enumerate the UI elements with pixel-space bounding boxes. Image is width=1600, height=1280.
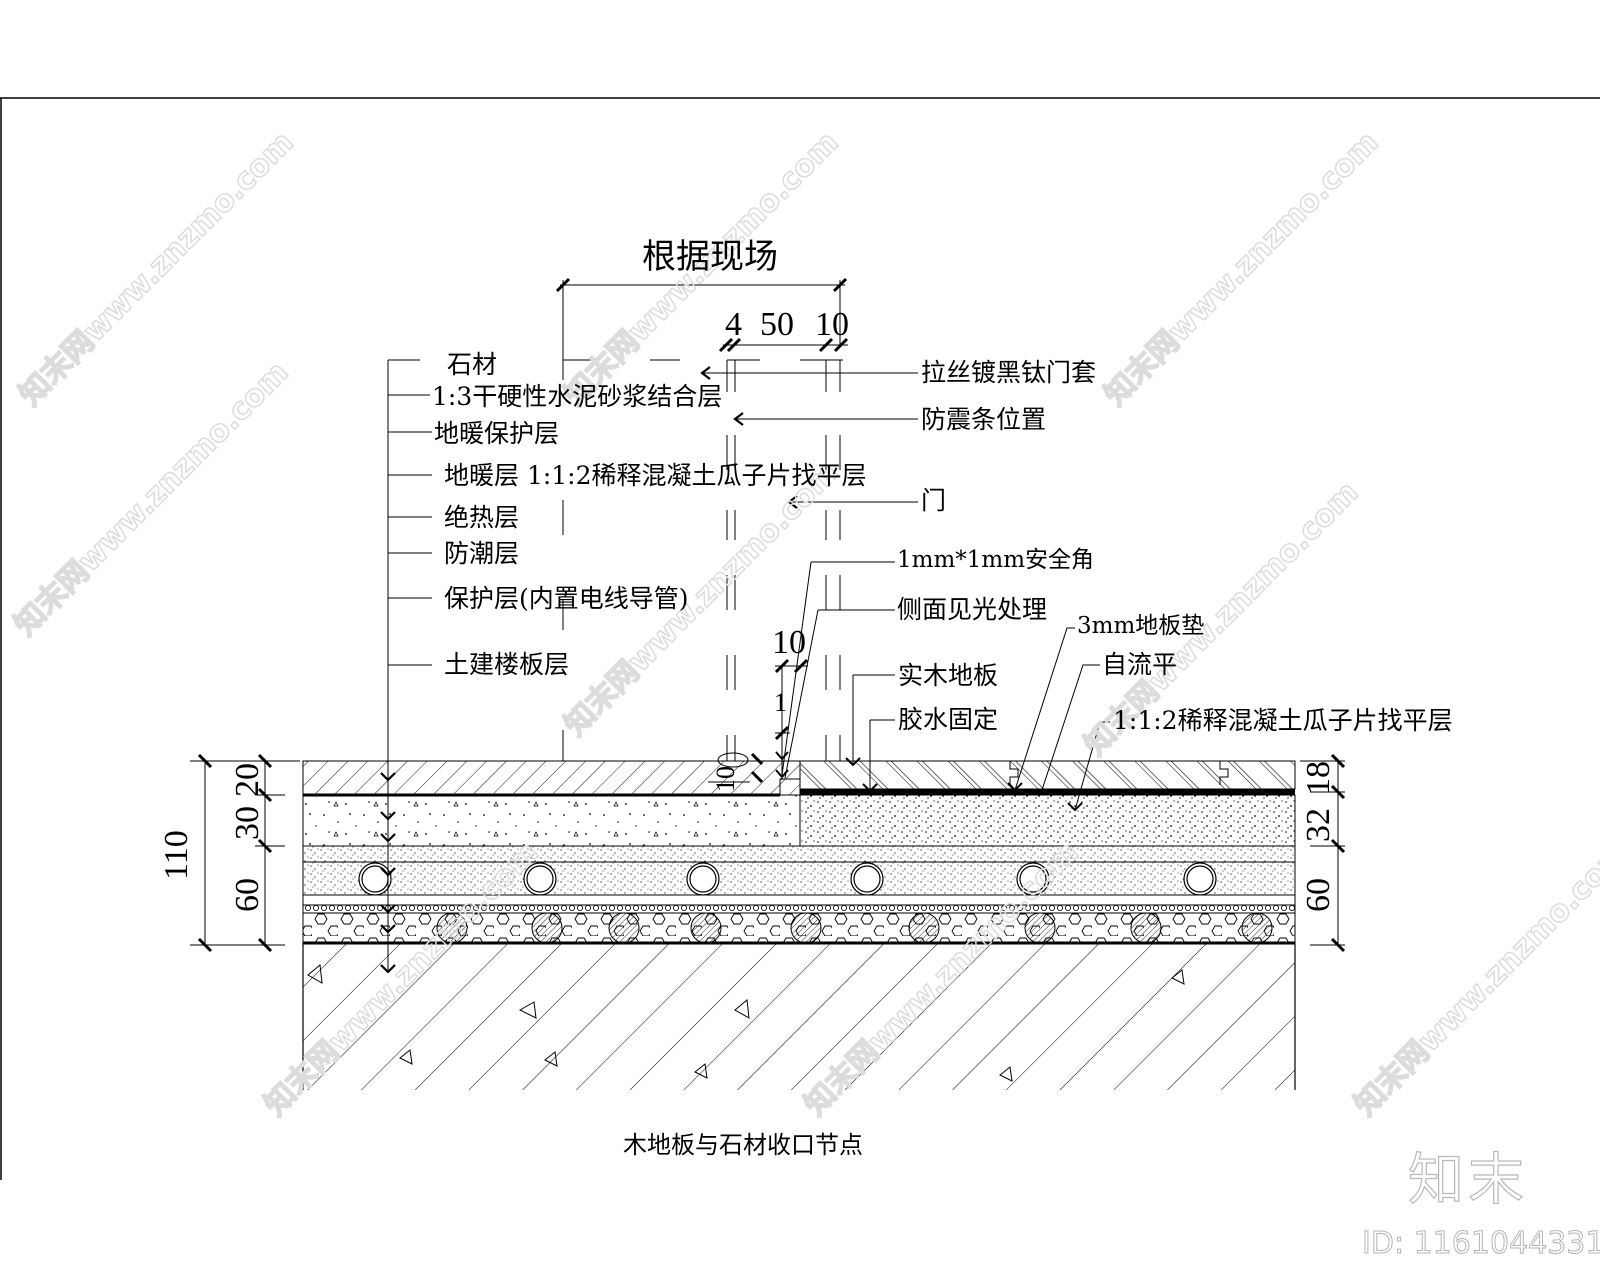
layer-label-insulation: 绝热层 — [444, 503, 520, 532]
callout-shockproof-strip: 防震条位置 — [921, 405, 1047, 434]
door-frame-lines — [562, 290, 843, 761]
callout-door-casing: 拉丝镀黑钛门套 — [921, 358, 1097, 387]
top-dimension-label: 根据现场 — [642, 237, 778, 277]
callout-leveling-layer: 1:1:2稀释混凝土瓜子片找平层 — [1113, 706, 1453, 735]
layer-label-protection: 保护层(内置电线导管) — [444, 584, 689, 613]
layer-label-moisture: 防潮层 — [444, 539, 520, 568]
dim-4: 4 — [725, 306, 742, 343]
layer-label-heating: 地暖层 1:1:2稀释混凝土瓜子片找平层 — [444, 461, 867, 490]
watermark-id: ID: 1161044331 — [1361, 1226, 1600, 1261]
dim-right-wood: 18 — [1300, 761, 1337, 795]
dim-left-total: 110 — [158, 830, 195, 880]
left-leader-bracket — [380, 359, 432, 974]
drawing-caption: 木地板与石材收口节点 — [623, 1131, 863, 1159]
floor-section — [302, 760, 1296, 1090]
callout-door: 门 — [921, 486, 947, 515]
step-dimensions — [708, 658, 809, 784]
layer-label-heating-protection: 地暖保护层 — [434, 419, 560, 448]
dim-left-heating: 60 — [229, 878, 266, 912]
callout-side-finish: 侧面见光处理 — [897, 595, 1048, 624]
dim-step-10: 10 — [772, 624, 806, 661]
layer-label-mortar: 1:3干硬性水泥砂浆结合层 — [432, 382, 723, 411]
dim-left-mortar: 30 — [229, 806, 266, 840]
dim-right-heating: 60 — [1300, 878, 1337, 912]
left-dimensions — [190, 753, 300, 953]
dim-chamfer-10: 10 — [711, 766, 740, 792]
dim-right-leveling: 32 — [1300, 808, 1337, 842]
right-callout-leaders — [700, 366, 1110, 812]
dim-step-1: 1 — [774, 688, 787, 717]
watermark-logo: 知末 — [1407, 1148, 1528, 1213]
callout-glue: 胶水固定 — [898, 705, 999, 734]
top-dimensions — [555, 277, 849, 353]
layer-label-stone: 石材 — [447, 350, 498, 379]
callout-underlay: 3mm地板垫 — [1077, 613, 1205, 639]
callout-self-leveling: 自流平 — [1102, 650, 1178, 679]
dim-left-stone: 20 — [229, 763, 266, 797]
right-dimensions — [1300, 753, 1346, 953]
dim-10: 10 — [815, 306, 849, 343]
callout-solid-wood: 实木地板 — [898, 661, 999, 690]
dim-50: 50 — [760, 306, 794, 343]
callout-safety-corner: 1mm*1mm安全角 — [897, 547, 1095, 573]
layer-label-slab: 土建楼板层 — [444, 650, 570, 679]
